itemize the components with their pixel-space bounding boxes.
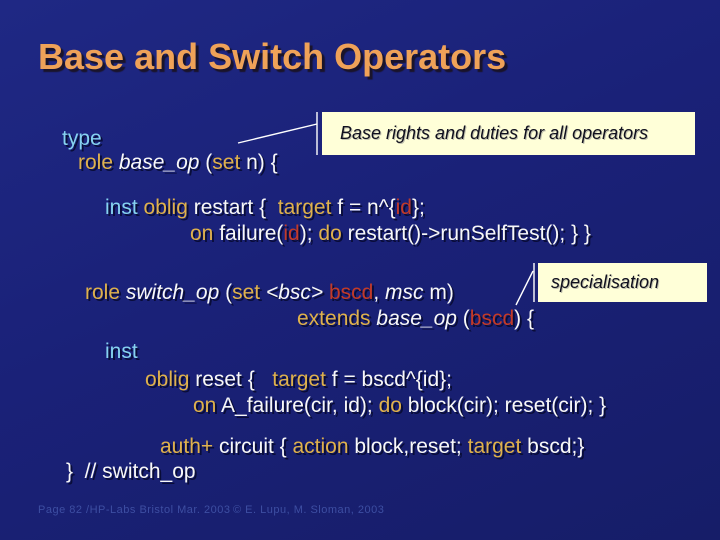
code-token: , [373,281,386,304]
code-token: msc [385,281,424,304]
code-token: role [78,151,119,174]
code-token: do [378,394,402,417]
code-token: type [62,127,102,150]
code-token: target [467,435,522,458]
code-token: action [292,435,349,458]
code-line: type [62,126,102,152]
code-line: auth+ circuit { action block,reset; targ… [160,434,584,460]
code-token: block(cir); reset(cir); } [401,394,607,417]
code-token: set [232,281,261,304]
code-line: extends base_op (bscd) { [297,306,534,332]
code-token: target [277,196,332,219]
code-token: base_op [376,307,457,330]
code-token: ( [456,307,470,330]
code-token: f = n^{ [331,196,396,219]
code-token: }; [411,196,425,219]
code-token: restart()->runSelfTest(); } } [341,222,591,245]
code-token: ( [219,281,233,304]
code-line: role switch_op (set <bsc> bscd, msc m) [85,280,454,306]
footer-copyright: © E. Lupu, M. Sloman, 2003 [233,504,385,516]
code-token: } // switch_op [66,460,196,483]
code-token: m) [423,281,454,304]
code-token: bscd;} [521,435,585,458]
code-token: circuit { [213,435,293,458]
code-token: reset { [195,368,273,391]
page-title: Base and Switch Operators [38,36,507,77]
code-token: set [212,151,241,174]
code-token: A_failure(cir, id); [216,394,379,417]
code-line: role base_op (set n) { [78,150,278,176]
footer-page-info: Page 82 /HP-Labs Bristol Mar. 2003 [38,504,231,516]
code-token: do [318,222,342,245]
callout-base-rights-text: Base rights and duties for all operators [340,123,649,143]
code-line: inst oblig restart { target f = n^{id}; [105,195,425,221]
code-token: restart { [193,196,278,219]
code-token: oblig [143,196,194,219]
code-token: id [283,222,300,245]
code-token: on [193,394,217,417]
code-token: ); [299,222,319,245]
code-line: on failure(id); do restart()->runSelfTes… [190,221,591,247]
code-token: bscd [329,281,374,304]
code-token: base_op [118,151,200,174]
callout-base-rights: Base rights and duties for all operators [322,112,695,155]
code-token: ( [199,151,213,174]
code-token: target [272,368,326,391]
code-token: role [85,281,126,304]
code-token: failure( [213,222,284,245]
code-token: extends [297,307,377,330]
code-line: oblig reset { target f = bscd^{id}; [145,367,452,393]
code-token: inst [105,196,144,219]
code-token: on [190,222,214,245]
code-token: switch_op [125,281,220,304]
code-line: inst [105,339,138,365]
code-token: auth+ [160,435,214,458]
code-token: ) { [514,307,534,330]
callout-specialisation: specialisation [538,263,707,302]
code-token: <bsc> [265,281,324,304]
code-token: f = bscd^{id}; [325,368,452,391]
code-line: on A_failure(cir, id); do block(cir); re… [193,393,606,419]
callout-specialisation-text: specialisation [551,272,660,292]
code-token: oblig [145,368,196,391]
code-token: id [395,196,412,219]
code-token: block,reset; [348,435,468,458]
code-line: } // switch_op [66,459,196,485]
code-token: n) { [240,151,278,174]
code-token: inst [105,340,138,363]
code-token: bscd [469,307,515,330]
